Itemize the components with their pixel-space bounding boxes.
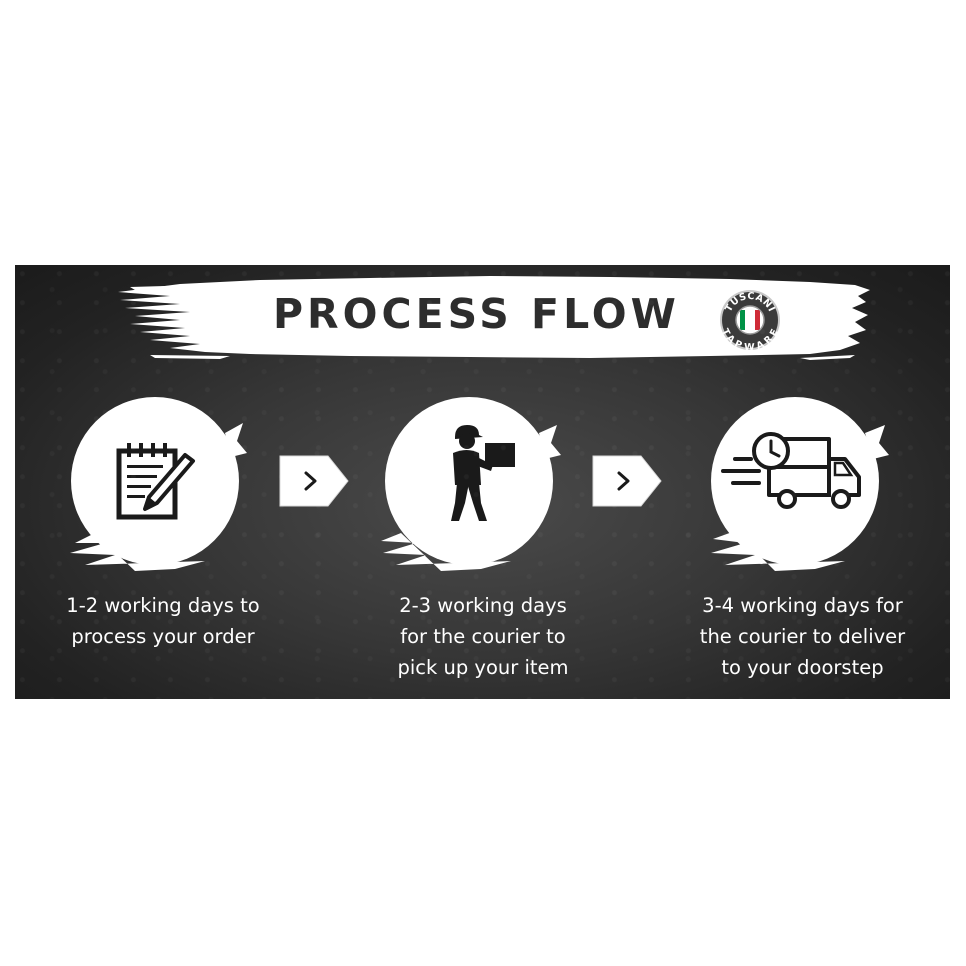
process-flow-banner: PROCESS FLOW TUSCANI TAPWARE (15, 265, 950, 699)
courier-carrying-box-icon (431, 423, 521, 523)
arrow-1 (278, 454, 350, 508)
step-2-label-line: pick up your item (397, 656, 569, 679)
step-3-label-line: the courier to deliver (699, 625, 906, 648)
page-title: PROCESS FLOW (273, 290, 680, 338)
step-3-circle (695, 393, 891, 573)
step-3-label: 3-4 working days for the courier to deli… (670, 590, 935, 683)
notepad-pencil-icon (113, 439, 199, 525)
step-3-label-line: 3-4 working days for (702, 594, 903, 617)
step-2-circle (371, 393, 567, 573)
step-1-label-line: process your order (71, 625, 255, 648)
step-2-label-line: 2-3 working days (399, 594, 567, 617)
step-1-label: 1-2 working days to process your order (35, 590, 291, 652)
step-3-label-line: to your doorstep (721, 656, 884, 679)
step-2-label-line: for the courier to (400, 625, 566, 648)
delivery-truck-clock-icon (719, 429, 869, 513)
step-2-label: 2-3 working days for the courier to pick… (355, 590, 611, 683)
step-1-label-line: 1-2 working days to (66, 594, 260, 617)
tuscani-tapware-logo: TUSCANI TAPWARE (719, 289, 781, 351)
arrow-2 (591, 454, 663, 508)
step-1-circle (55, 393, 251, 573)
title-brush-stroke (110, 270, 875, 365)
